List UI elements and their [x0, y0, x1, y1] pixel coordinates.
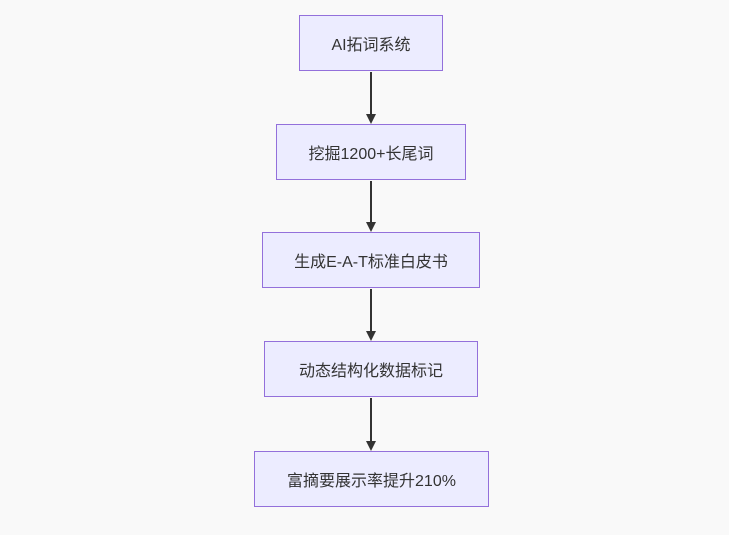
arrow-down-icon [365, 398, 377, 451]
node-dynamic-structured-data-markup: 动态结构化数据标记 [264, 341, 478, 397]
node-rich-snippet-rate-increase: 富摘要展示率提升210% [254, 451, 489, 507]
node-label: AI拓词系统 [331, 37, 411, 54]
arrow-down-icon [365, 181, 377, 232]
arrow-down-icon [365, 72, 377, 124]
node-ai-word-expansion-system: AI拓词系统 [299, 15, 443, 71]
node-label: 生成E-A-T标准白皮书 [294, 254, 448, 271]
node-label: 挖掘1200+长尾词 [308, 146, 434, 163]
node-label: 动态结构化数据标记 [298, 363, 443, 380]
node-mine-longtail-keywords: 挖掘1200+长尾词 [276, 124, 466, 180]
node-generate-eat-whitepaper: 生成E-A-T标准白皮书 [262, 232, 480, 288]
node-label: 富摘要展示率提升210% [287, 473, 456, 490]
arrow-down-icon [365, 289, 377, 341]
